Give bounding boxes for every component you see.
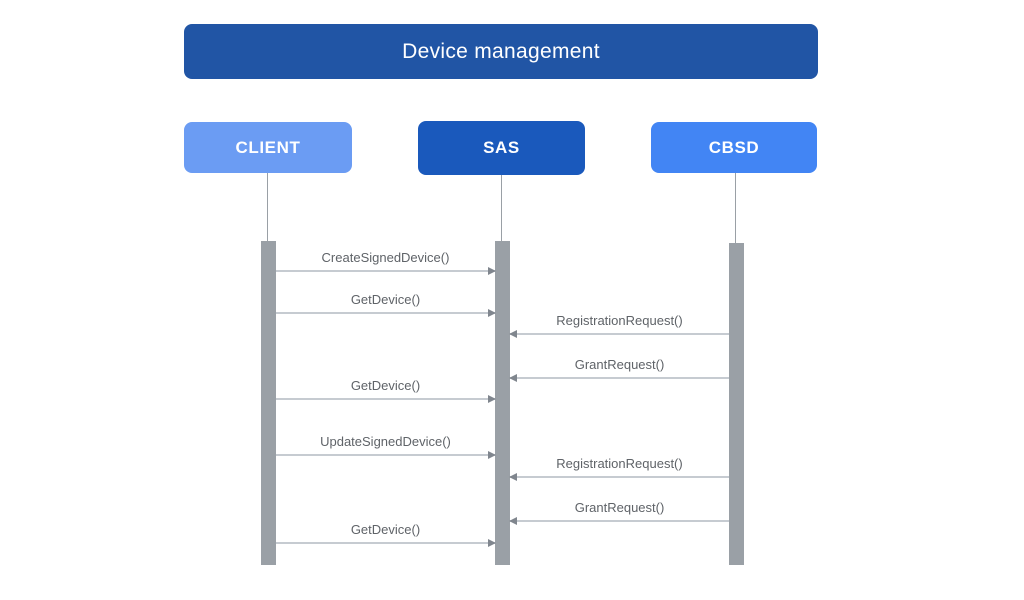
activation-bar-client [261, 241, 276, 565]
message-arrow [276, 454, 495, 456]
activation-bar-cbsd [729, 243, 744, 565]
message-label: CreateSignedDevice() [321, 250, 450, 265]
message-label: GrantRequest() [574, 500, 665, 515]
lifeline-cbsd [735, 173, 736, 243]
message-label: GetDevice() [350, 292, 421, 307]
activation-bar-sas [495, 241, 510, 565]
message-label: RegistrationRequest() [556, 456, 683, 471]
actor-label-cbsd: CBSD [708, 137, 760, 157]
message-label: GrantRequest() [574, 357, 665, 372]
message-label: RegistrationRequest() [556, 313, 683, 328]
message-label: UpdateSignedDevice() [320, 434, 451, 449]
actor-box-sas: SAS [418, 121, 585, 175]
message-arrow [276, 398, 495, 400]
message-arrow [510, 377, 729, 379]
actor-label-sas: SAS [483, 138, 520, 157]
message-arrow [510, 476, 729, 478]
diagram-title-label: Device management [402, 39, 600, 63]
message-arrow [276, 270, 495, 272]
message-label: GetDevice() [350, 522, 421, 537]
message-arrow [276, 312, 495, 314]
message-label: GetDevice() [350, 378, 421, 393]
actor-label-client: CLIENT [235, 137, 301, 157]
actor-box-client: CLIENT [184, 122, 352, 173]
lifeline-sas [501, 175, 502, 241]
message-arrow [510, 520, 729, 522]
message-arrow [276, 542, 495, 544]
message-arrow [510, 333, 729, 335]
actor-box-cbsd: CBSD [651, 122, 817, 173]
diagram-title: Device management [184, 24, 818, 79]
lifeline-client [267, 173, 268, 241]
